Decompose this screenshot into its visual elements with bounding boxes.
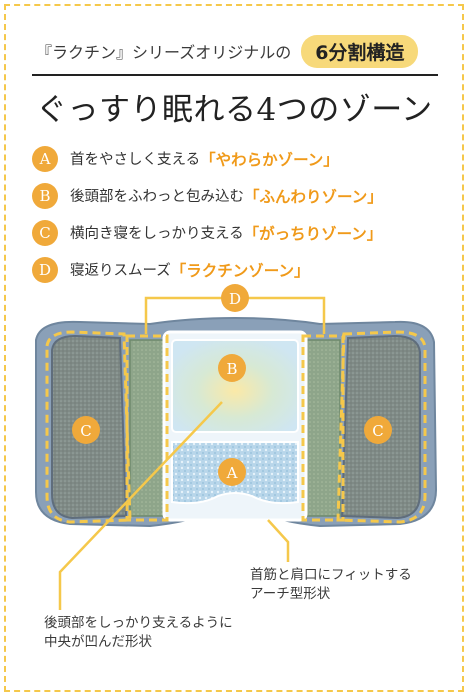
zone-description: 横向き寝をしっかり支える [70,226,244,242]
page-title: ぐっすり眠れる4つのゾーン [36,92,433,128]
zone-badge-b: B [32,182,58,209]
zone-d-right [305,339,341,517]
callout-center-line-2: 中央が凹んだ形状 [44,634,152,650]
header-lead: 『ラクチン』シリーズオリジナルの [36,43,292,62]
zone-badge-b-marker [218,354,246,382]
zone-b-label: B [226,360,237,378]
zone-badge-a-marker [218,458,246,486]
pillow-illustration: D B A C C [35,284,438,610]
zone-badge-c-left-marker [72,416,100,444]
dashed-outline-d-right [301,334,345,522]
zone-item-c: C 横向き寝をしっかり支える 「がっちりゾーン」 [32,214,452,251]
zone-item-a: A 首をやさしく支える 「やわらかゾーン」 [32,140,452,177]
dashed-outline-c-right [336,330,427,524]
zone-description: 首をやさしく支える [70,152,201,168]
zone-item-d: D 寝返りスムーズ 「ラクチンゾーン」 [32,251,452,288]
callout-arch-line-2: アーチ型形状 [250,586,331,602]
callout-arch-line-1: 首筋と肩口にフィットする [250,567,412,583]
callout-line-arch [267,519,290,562]
zone-b [171,339,299,433]
callout-line-center [58,401,223,610]
callout-arch: 首筋と肩口にフィットする アーチ型形状 [250,566,412,604]
zone-a-label: A [226,464,238,482]
header-row: 『ラクチン』シリーズオリジナルの 6分割構造 [36,34,436,68]
zone-description: 寝返りスムーズ [70,263,171,279]
zone-name: 「ラクチンゾーン」 [170,261,310,280]
zone-badge-a: A [32,145,58,172]
zone-description: 後頭部をふわっと包み込む [70,189,244,205]
dashed-outline-d-left [125,334,169,522]
structure-badge: 6分割構造 [301,34,419,68]
zone-badge-d: D [32,256,58,283]
zone-d-label: D [229,290,241,308]
dashed-outline-c-left [45,330,132,524]
dashed-frame [4,4,464,692]
zone-item-b: B 後頭部をふわっと包み込む 「ふんわりゾーン」 [32,177,452,214]
zone-name: 「やわらかゾーン」 [200,150,339,169]
zone-c-right-label: C [372,422,383,440]
zone-d-left [129,339,165,517]
zone-list: A 首をやさしく支える 「やわらかゾーン」 B 後頭部をふわっと包み込む 「ふん… [32,140,452,288]
zone-name: 「がっちりゾーン」 [243,224,383,243]
callout-center-line-1: 後頭部をしっかり支えるように [44,615,233,631]
zone-badge-d-marker [221,284,249,312]
zone-badge-c-right-marker [364,416,392,444]
callout-center: 後頭部をしっかり支えるように 中央が凹んだ形状 [44,614,233,652]
header-divider [32,74,438,76]
pillow-diagram: D B A C C 首筋と肩口にフィットする アーチ型形状 後頭部をしっかり支え… [0,280,470,700]
zone-name: 「ふんわりゾーン」 [244,187,383,206]
zone-c-left-label: C [80,422,91,440]
zone-badge-c: C [32,219,58,246]
